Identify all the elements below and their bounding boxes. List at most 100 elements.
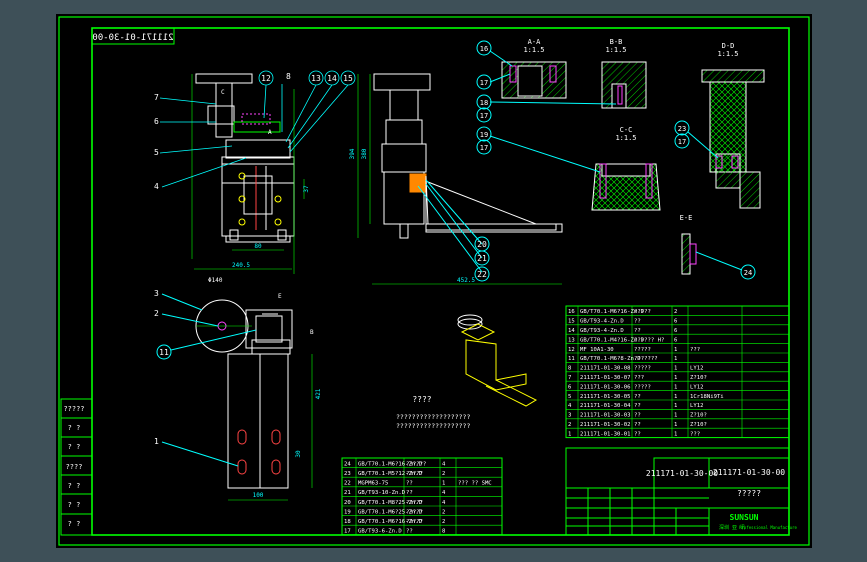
- bom-cell-code: MF 10A1-30: [580, 347, 614, 353]
- inner-border: [91, 27, 790, 536]
- bom-cell-name: ?????? H?: [634, 337, 664, 343]
- bom-cell-qty: 1: [674, 413, 677, 419]
- bom-cell-code: GB/T70.1-M6?16-Zn.D: [358, 461, 423, 467]
- dim-80: 80: [254, 243, 262, 250]
- bom-cell-name: ?????: [406, 509, 423, 515]
- svg-text:C-C: C-C: [620, 126, 633, 134]
- dim-240: 240.5: [232, 262, 250, 269]
- bom-row: 13 GB/T70.1-M4?16-Zn.D?????? H? 6: [568, 337, 677, 343]
- bom-cell-name: ??: [634, 328, 641, 334]
- bom-cell-code: 211171-01-30-03: [580, 413, 631, 419]
- callout-18: 18: [480, 99, 488, 107]
- dim-100: 100: [253, 492, 264, 499]
- side-label-column: ????? ? ? ? ? ???? ? ? ? ? ? ?: [60, 398, 93, 536]
- note-title: ????: [412, 395, 431, 404]
- iso-view: [457, 314, 538, 407]
- bom-cell-mat: LY12: [690, 366, 703, 372]
- bom-cell-qty: 4: [442, 500, 446, 506]
- callout-6: 6: [154, 117, 159, 126]
- callout-23: 23: [678, 125, 686, 133]
- side-label: ? ?: [68, 482, 81, 490]
- side-view: [357, 73, 563, 285]
- callout-19: 19: [480, 131, 488, 139]
- title-block: 211171-01-30-00 211171-01-30-00 ????? SU…: [565, 447, 797, 536]
- bom-cell-name: ??????: [406, 461, 426, 467]
- bom-cell-no: 6: [568, 384, 571, 390]
- bom-cell-code: GB/T70.1-M4?16-Zn.D: [580, 337, 645, 343]
- bom-cell-qty: 1: [442, 481, 445, 487]
- drawing-code: 211171-01-30-00: [646, 469, 718, 478]
- bom-cell-mat: LY12: [690, 384, 703, 390]
- bom-cell-qty: 1: [674, 366, 677, 372]
- bom-cell-qty: 1: [674, 347, 677, 353]
- bom-cell-code: 211171-01-30-05: [580, 394, 631, 400]
- bom-cell-mat: ???: [690, 431, 700, 437]
- bom-cell-name: ?????: [634, 384, 651, 390]
- bom-cell-code: 211171-01-30-01: [580, 431, 631, 437]
- front-view-dimensions: 240.5 80 37 C A: [194, 89, 310, 270]
- svg-text:1:1.5: 1:1.5: [615, 134, 636, 142]
- section-bb: B-B 1:1.5 18 17: [476, 38, 647, 123]
- bom-cell-name: ?????: [634, 347, 651, 353]
- bom-cell-no: 13: [568, 337, 575, 343]
- bom-cell-no: 19: [344, 509, 351, 515]
- bom-cell-qty: 6: [674, 337, 677, 343]
- plan-view-callouts: 3 2 11 1: [154, 289, 257, 467]
- bom-cell-name: ?????: [406, 519, 423, 525]
- bom-cell-extra: ??? ?? SMC: [458, 481, 492, 487]
- bom-cell-name: ??: [406, 529, 413, 535]
- bom-cell-no: 4: [568, 403, 572, 409]
- bom-cell-name: ??: [634, 431, 641, 437]
- bom-cell-no: 16: [568, 309, 575, 315]
- bom-cell-qty: 1: [674, 431, 677, 437]
- bom-cell-code: GB/T70.1-M5?12-Zn.D: [358, 471, 423, 477]
- view-letter-b: B: [310, 329, 314, 336]
- bom-cell-no: 2: [568, 422, 571, 428]
- bom-cell-code: 211171-01-30-06: [580, 384, 631, 390]
- bom-cell-code: 211171-01-30-08: [580, 366, 631, 372]
- plan-view-dimensions: Φ140 421 30 100 E B: [208, 277, 322, 499]
- bom-cell-mat: Z?10?: [690, 413, 707, 419]
- side-label: ? ?: [68, 424, 81, 432]
- side-view-dimensions: 394 380 452.5: [349, 148, 475, 284]
- bom-cell-qty: 2: [442, 519, 445, 525]
- svg-text:E-E: E-E: [680, 214, 693, 222]
- callout-17d: 17: [678, 138, 686, 146]
- bom-cell-code: GB/T70.1-M6?8-Zn.D: [580, 356, 641, 362]
- bom-cell-name: ??: [406, 490, 413, 496]
- section-dd: D-D 1:1.5 23 17: [674, 42, 765, 209]
- callout-13: 13: [311, 74, 321, 83]
- callout-17b: 17: [480, 112, 488, 120]
- section-aa: A-A 1:1.5 16 17: [476, 38, 567, 99]
- callout-16: 16: [480, 45, 488, 53]
- callout-17: 17: [480, 79, 488, 87]
- dim-37: 37: [303, 185, 310, 193]
- bom-cell-code: MGPM63-75: [358, 481, 388, 487]
- bom-cell-qty: 6: [674, 328, 677, 334]
- bom-cell-no: 7: [568, 375, 571, 381]
- bom-cell-no: 12: [568, 347, 575, 353]
- bom-cell-name: ??: [634, 394, 641, 400]
- view-letter-a: A: [268, 129, 272, 136]
- view-letter-c: C: [221, 89, 225, 96]
- bom-cell-qty: 4: [442, 461, 446, 467]
- svg-text:1:1.5: 1:1.5: [605, 46, 626, 54]
- bom-cell-no: 22: [344, 481, 351, 487]
- callout-14: 14: [327, 74, 337, 83]
- code-stamp-mirrored: 211171-01-30-00: [91, 27, 175, 45]
- bom-cell-qty: 4: [442, 490, 446, 496]
- svg-text:1:1.5: 1:1.5: [717, 50, 738, 58]
